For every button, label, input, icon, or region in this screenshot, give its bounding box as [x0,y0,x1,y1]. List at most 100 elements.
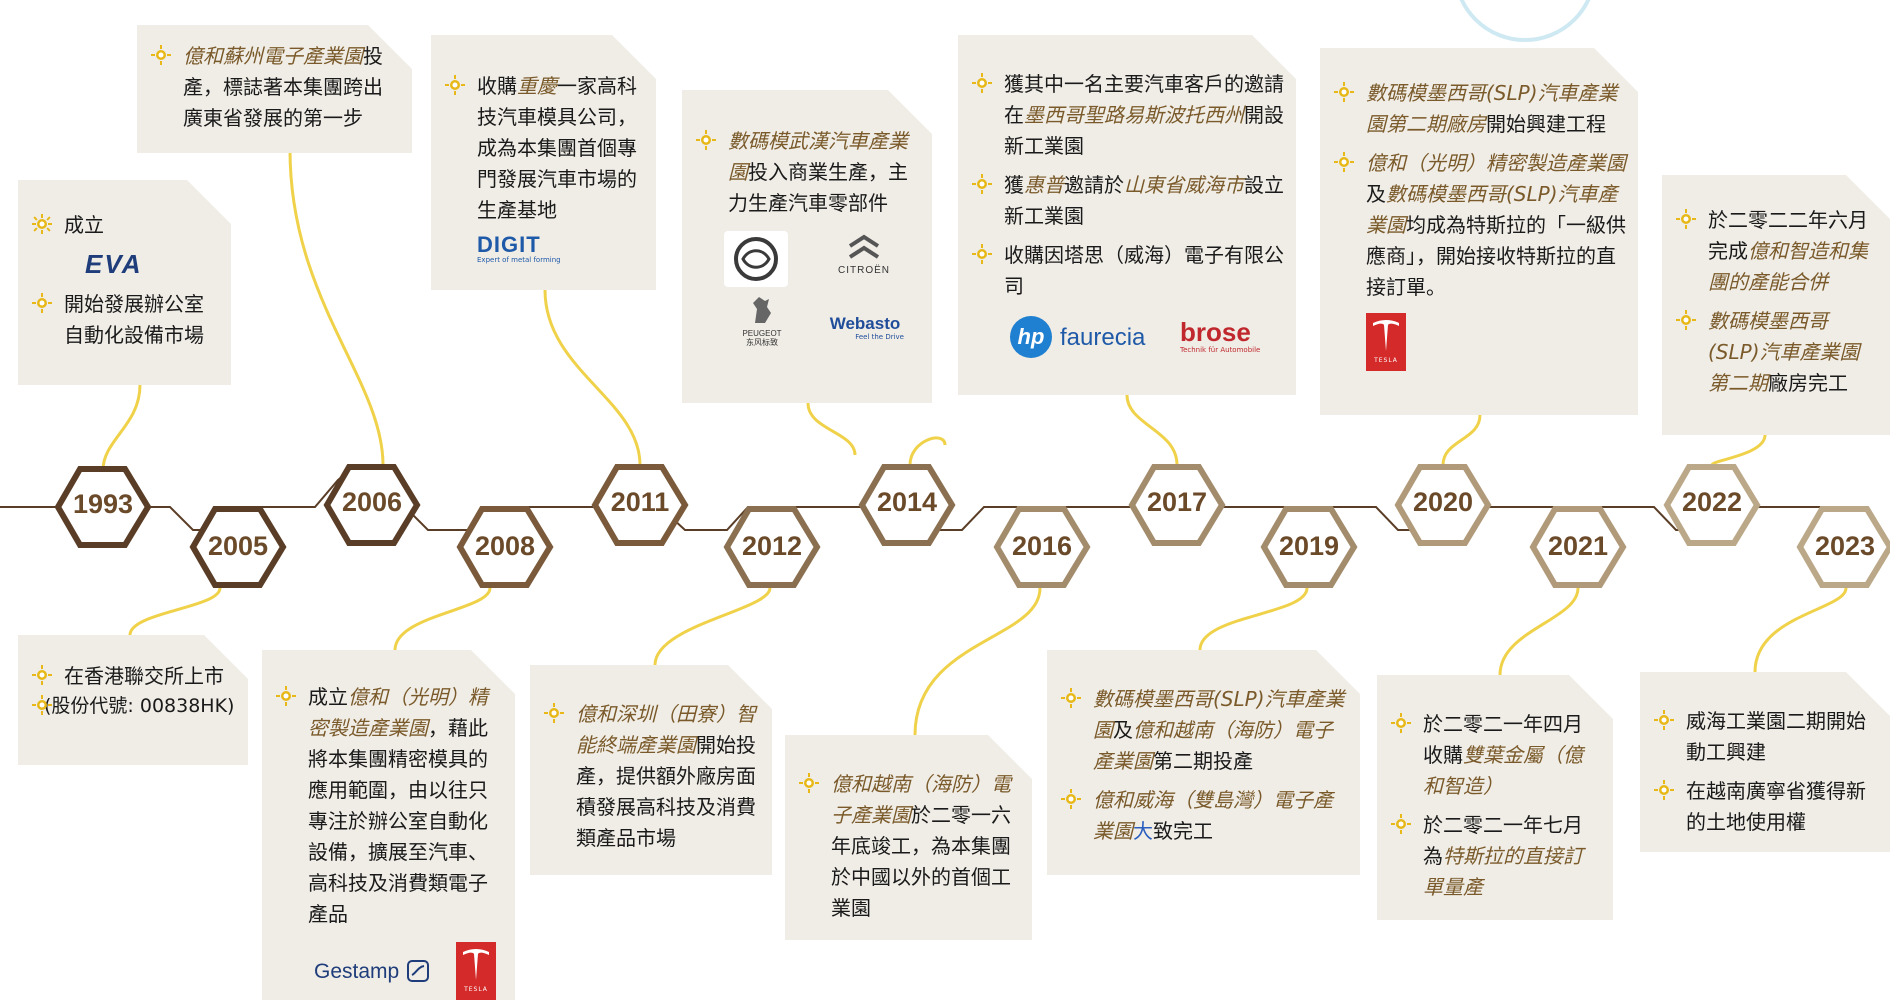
card-2017-p2-mid: 邀請於 [1064,173,1124,197]
peugeot-lion [749,295,775,325]
webasto-sub: Feel the Drive [855,333,904,341]
card-2012-shenzhen-text: 開始投產，提供額外廠房面積發展高科技及消費類產品市場 [576,733,756,850]
connector-2005 [128,587,222,636]
hex-2021 [1529,506,1627,588]
card-2020-p2-rest: 均成為特斯拉的「一級供應商」，開始接收特斯拉的直接訂單。 [1366,213,1626,299]
sun-icon [1391,713,1411,733]
card-2019-p2-rest: 致完工 [1153,819,1213,843]
connector-2012 [653,587,772,666]
sun-icon [1061,789,1081,809]
card-2022-item-1: 於二零二二年六月完成億和智造和集團的產能合併 [1674,205,1878,298]
card-2017-p1-em: 墨西哥聖路易斯波托西州 [1024,103,1244,127]
card-2017: 獲其中一名主要汽車客戶的邀請在墨西哥聖路易斯波托西州開設新工業園 獲惠普邀請於山… [958,35,1296,395]
card-2023: 威海工業園二期開始動工興建 在越南廣寧省獲得新的土地使用權 [1640,672,1890,852]
gestamp-logo: Gestamp [314,960,429,984]
card-2017-item-2: 獲惠普邀請於山東省威海市設立新工業園 [970,170,1284,232]
hex-2012 [723,506,821,588]
card-1993-item-1: 成立 [30,210,219,241]
card-2016-text: 於二零一六年底竣工，為本集團於中國以外的首個工業園 [831,803,1011,920]
tesla-text-2008: TESLA [464,986,488,993]
brose-logo: brose Technik für Automobile [1180,318,1260,354]
card-2017-logos: hp faurecia brose Technik für Automobile [1010,316,1284,366]
card-2021-p2-pre: 於二零二一年七月為 [1423,813,1583,868]
card-2020-item-1: 數碼模墨西哥(SLP)汽車產業園第二期廠房開始興建工程 [1332,78,1626,140]
year-2017: 2017 [1146,487,1208,517]
hex-2019 [1260,506,1358,588]
brose-sub: Technik für Automobile [1180,346,1261,354]
hex-2017 [1128,464,1226,546]
card-2008: 成立億和（光明）精密製造產業園，藉此將本集團精密模具的應用範圍，由以往只專注於辦… [262,650,515,1000]
digit-logo-sub: Expert of metal forming [477,256,561,264]
card-2023-item-2: 在越南廣寧省獲得新的土地使用權 [1652,776,1878,838]
year-2006: 2006 [341,487,403,517]
card-2020-p2-em2: 數碼模墨西哥(SLP)汽車產業園 [1366,182,1618,237]
connector-1993 [101,384,142,471]
hex-2011 [591,464,689,546]
hex-2016 [993,506,1091,588]
card-1993-text-2: 開始發展辦公室自動化設備市場 [64,292,204,347]
sun-icon [544,703,564,723]
gear-icon [1459,0,1591,42]
card-2006-em: 億和蘇州電子產業園 [183,44,363,68]
card-1993: 成立 EVA 開始發展辦公室自動化設備市場 [18,180,231,385]
card-2008-logos: Gestamp TESLA [274,938,503,1000]
connector-2011 [543,289,642,466]
card-1993-item-2: 開始發展辦公室自動化設備市場 [30,289,219,351]
card-2005-item-2: (股份代號: 00838HK) [30,691,236,721]
card-2022-p1-pre: 於二零二二年六月完成 [1708,208,1868,263]
hex-2014 [858,464,956,546]
card-2012-wuhan-text: 投入商業生產，主力生產汽車零部件 [728,160,908,215]
tesla-t-mark [1371,319,1401,353]
card-2011-pre: 收購 [477,74,517,98]
card-2019-item-1: 數碼模墨西哥(SLP)汽車產業園及億和越南（海防）電子產業園第二期投產 [1059,684,1348,777]
year-2016: 2016 [1011,531,1073,561]
card-2011-text: 一家高科技汽車模具公司，成為本集團首個專門發展汽車市場的生產基地 [477,74,637,222]
card-2020-p2-mid: 及 [1366,182,1386,206]
connector-2008 [393,587,492,651]
card-2019-p1-em2: 億和越南（海防）電子產業園 [1093,718,1333,773]
sun-icon [1676,209,1696,229]
sun-icon [1334,152,1354,172]
hex-2022 [1663,464,1761,546]
citroen-text: CITROËN [838,265,890,276]
card-2019-p1-rest: 第二期投產 [1153,749,1253,773]
eva-logo-text: EVA [85,249,143,279]
card-2017-p1-rest: 開設新工業園 [1004,103,1284,158]
card-2008-item-1: 成立億和（光明）精密製造產業園，藉此將本集團精密模具的應用範圍，由以往只專注於辦… [274,682,503,930]
connector-2020 [1441,414,1482,466]
gestamp-text: Gestamp [314,960,400,983]
tesla-logo: TESLA [1366,313,1406,371]
card-2012-wuhan-item-1: 數碼模武漢汽車產業園投入商業生產，主力生產汽車零部件 [694,126,920,219]
sun-icon [1334,82,1354,102]
card-2021-p1-pre: 於二零二一年四月收購 [1423,712,1583,767]
sun-icon [1654,780,1674,800]
connector-2023 [1753,587,1848,673]
card-2022: 於二零二二年六月完成億和智造和集團的產能合併 數碼模墨西哥(SLP)汽車產業園第… [1662,175,1890,435]
card-2021-p2-em: 特斯拉的直接訂單量產 [1423,844,1583,899]
sun-icon [445,75,465,95]
card-2020-p2-em1: 億和（光明）精密製造產業園 [1366,151,1626,175]
hex-2006 [323,464,421,546]
card-2019: 數碼模墨西哥(SLP)汽車產業園及億和越南（海防）電子產業園第二期投產 億和威海… [1047,650,1360,875]
citroen-chevron [847,233,881,261]
year-2022: 2022 [1681,487,1743,517]
connector-2006 [288,149,385,466]
tesla-text: TESLA [1374,357,1398,364]
sun-icon [972,244,992,264]
hp-logo: hp [1010,316,1052,358]
card-2019-p1-em1: 數碼模墨西哥(SLP)汽車產業園 [1093,687,1345,742]
hex-2023 [1796,506,1890,588]
card-2006-text: 投產，標誌著本集團跨出廣東省發展的第一步 [183,44,383,130]
year-1993: 1993 [72,489,134,519]
connector-2017 [1125,394,1179,466]
brose-text: brose [1180,317,1251,347]
year-2014: 2014 [876,487,938,517]
card-2005-text-1: 在香港聯交所上市 [64,664,224,688]
webasto-logo: Webasto Feel the Drive [820,315,910,341]
card-2023-text-1: 威海工業園二期開始動工興建 [1686,709,1866,764]
card-2012-wuhan-em: 數碼模武漢汽車產業園 [728,129,908,184]
connector-2016 [913,587,1042,736]
sun-icon [1676,310,1696,330]
card-2023-text-2: 在越南廣寧省獲得新的土地使用權 [1686,779,1866,834]
